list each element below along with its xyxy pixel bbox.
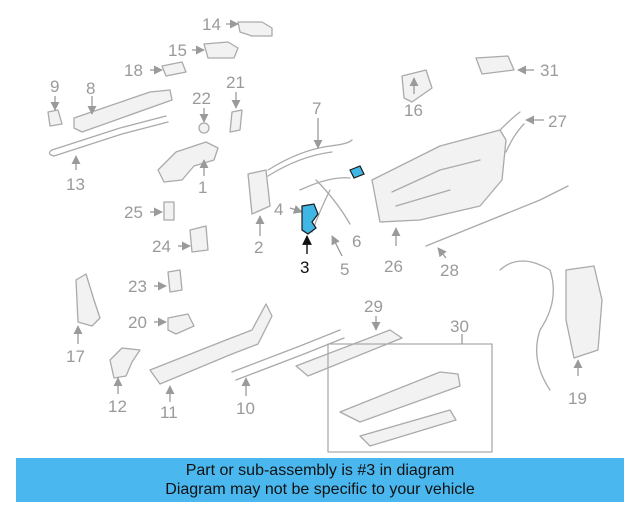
part-23-block	[154, 269, 183, 293]
part-3-highlighted	[301, 165, 365, 254]
label-12: 12	[108, 397, 127, 416]
part-26-door-shell	[371, 129, 507, 246]
label-8: 8	[86, 79, 95, 98]
part-24-bracket	[178, 225, 209, 253]
part-27-cable	[499, 111, 544, 153]
part-19-lock-module	[499, 260, 603, 391]
part-29-sill	[295, 316, 403, 377]
part-15-bracket	[192, 41, 239, 59]
part-11-sill	[149, 303, 273, 402]
callout-labels: 1 2 3 4 5 6 7 8 9 10 11 12 13 14 15 16 1…	[50, 15, 587, 422]
part-6-rod	[315, 179, 351, 225]
label-28: 28	[440, 261, 459, 280]
label-22: 22	[192, 89, 211, 108]
label-4: 4	[274, 200, 283, 219]
part-16-bracket	[401, 69, 433, 103]
part-28-cable	[425, 185, 569, 259]
label-13: 13	[66, 175, 85, 194]
label-11: 11	[160, 403, 178, 422]
label-21: 21	[226, 73, 245, 92]
label-20: 20	[128, 313, 147, 332]
part-25-clip	[150, 201, 175, 221]
part-12-cover	[109, 347, 141, 394]
label-17: 17	[66, 347, 85, 366]
label-24: 24	[152, 237, 171, 256]
part-1-handle	[157, 141, 219, 183]
label-23: 23	[128, 277, 147, 296]
info-banner: Part or sub-assembly is #3 in diagram Di…	[16, 458, 624, 502]
part-21-pad	[229, 92, 243, 133]
label-26: 26	[384, 257, 403, 276]
part-13-strip	[48, 115, 169, 170]
part-22-grommet	[198, 108, 210, 134]
parts-diagram: 1 2 3 4 5 6 7 8 9 10 11 12 13 14 15 16 1…	[47, 15, 603, 453]
label-6: 6	[352, 232, 361, 251]
label-10: 10	[236, 399, 255, 418]
part-31-block	[475, 55, 534, 75]
label-2: 2	[254, 238, 263, 257]
label-19: 19	[568, 389, 587, 408]
label-5: 5	[340, 260, 349, 279]
label-31: 31	[540, 61, 559, 80]
part-10-rail	[231, 329, 345, 396]
label-25: 25	[124, 203, 143, 222]
part-2-actuator	[247, 169, 271, 236]
label-30: 30	[450, 317, 469, 336]
label-29: 29	[364, 297, 383, 316]
label-1: 1	[198, 178, 207, 197]
part-18-clip	[150, 61, 187, 77]
part-17-trim	[73, 273, 101, 344]
label-14: 14	[202, 15, 221, 34]
label-16: 16	[404, 101, 423, 120]
part-9-clip	[47, 96, 63, 127]
label-27: 27	[548, 112, 567, 131]
banner-line-2: Diagram may not be specific to your vehi…	[165, 481, 475, 498]
part-7-cable	[267, 118, 353, 177]
part-14-bracket	[226, 19, 273, 37]
banner-line-1: Part or sub-assembly is #3 in diagram	[185, 462, 455, 479]
label-7: 7	[312, 99, 321, 118]
label-15: 15	[168, 41, 187, 60]
label-3-highlighted: 3	[300, 258, 309, 277]
part-30-assembly-box	[327, 334, 493, 453]
part-4-arrow	[289, 205, 303, 214]
label-18: 18	[124, 61, 143, 80]
part-8-rail	[73, 89, 173, 133]
part-20-bracket	[154, 313, 195, 335]
label-9: 9	[50, 77, 59, 96]
